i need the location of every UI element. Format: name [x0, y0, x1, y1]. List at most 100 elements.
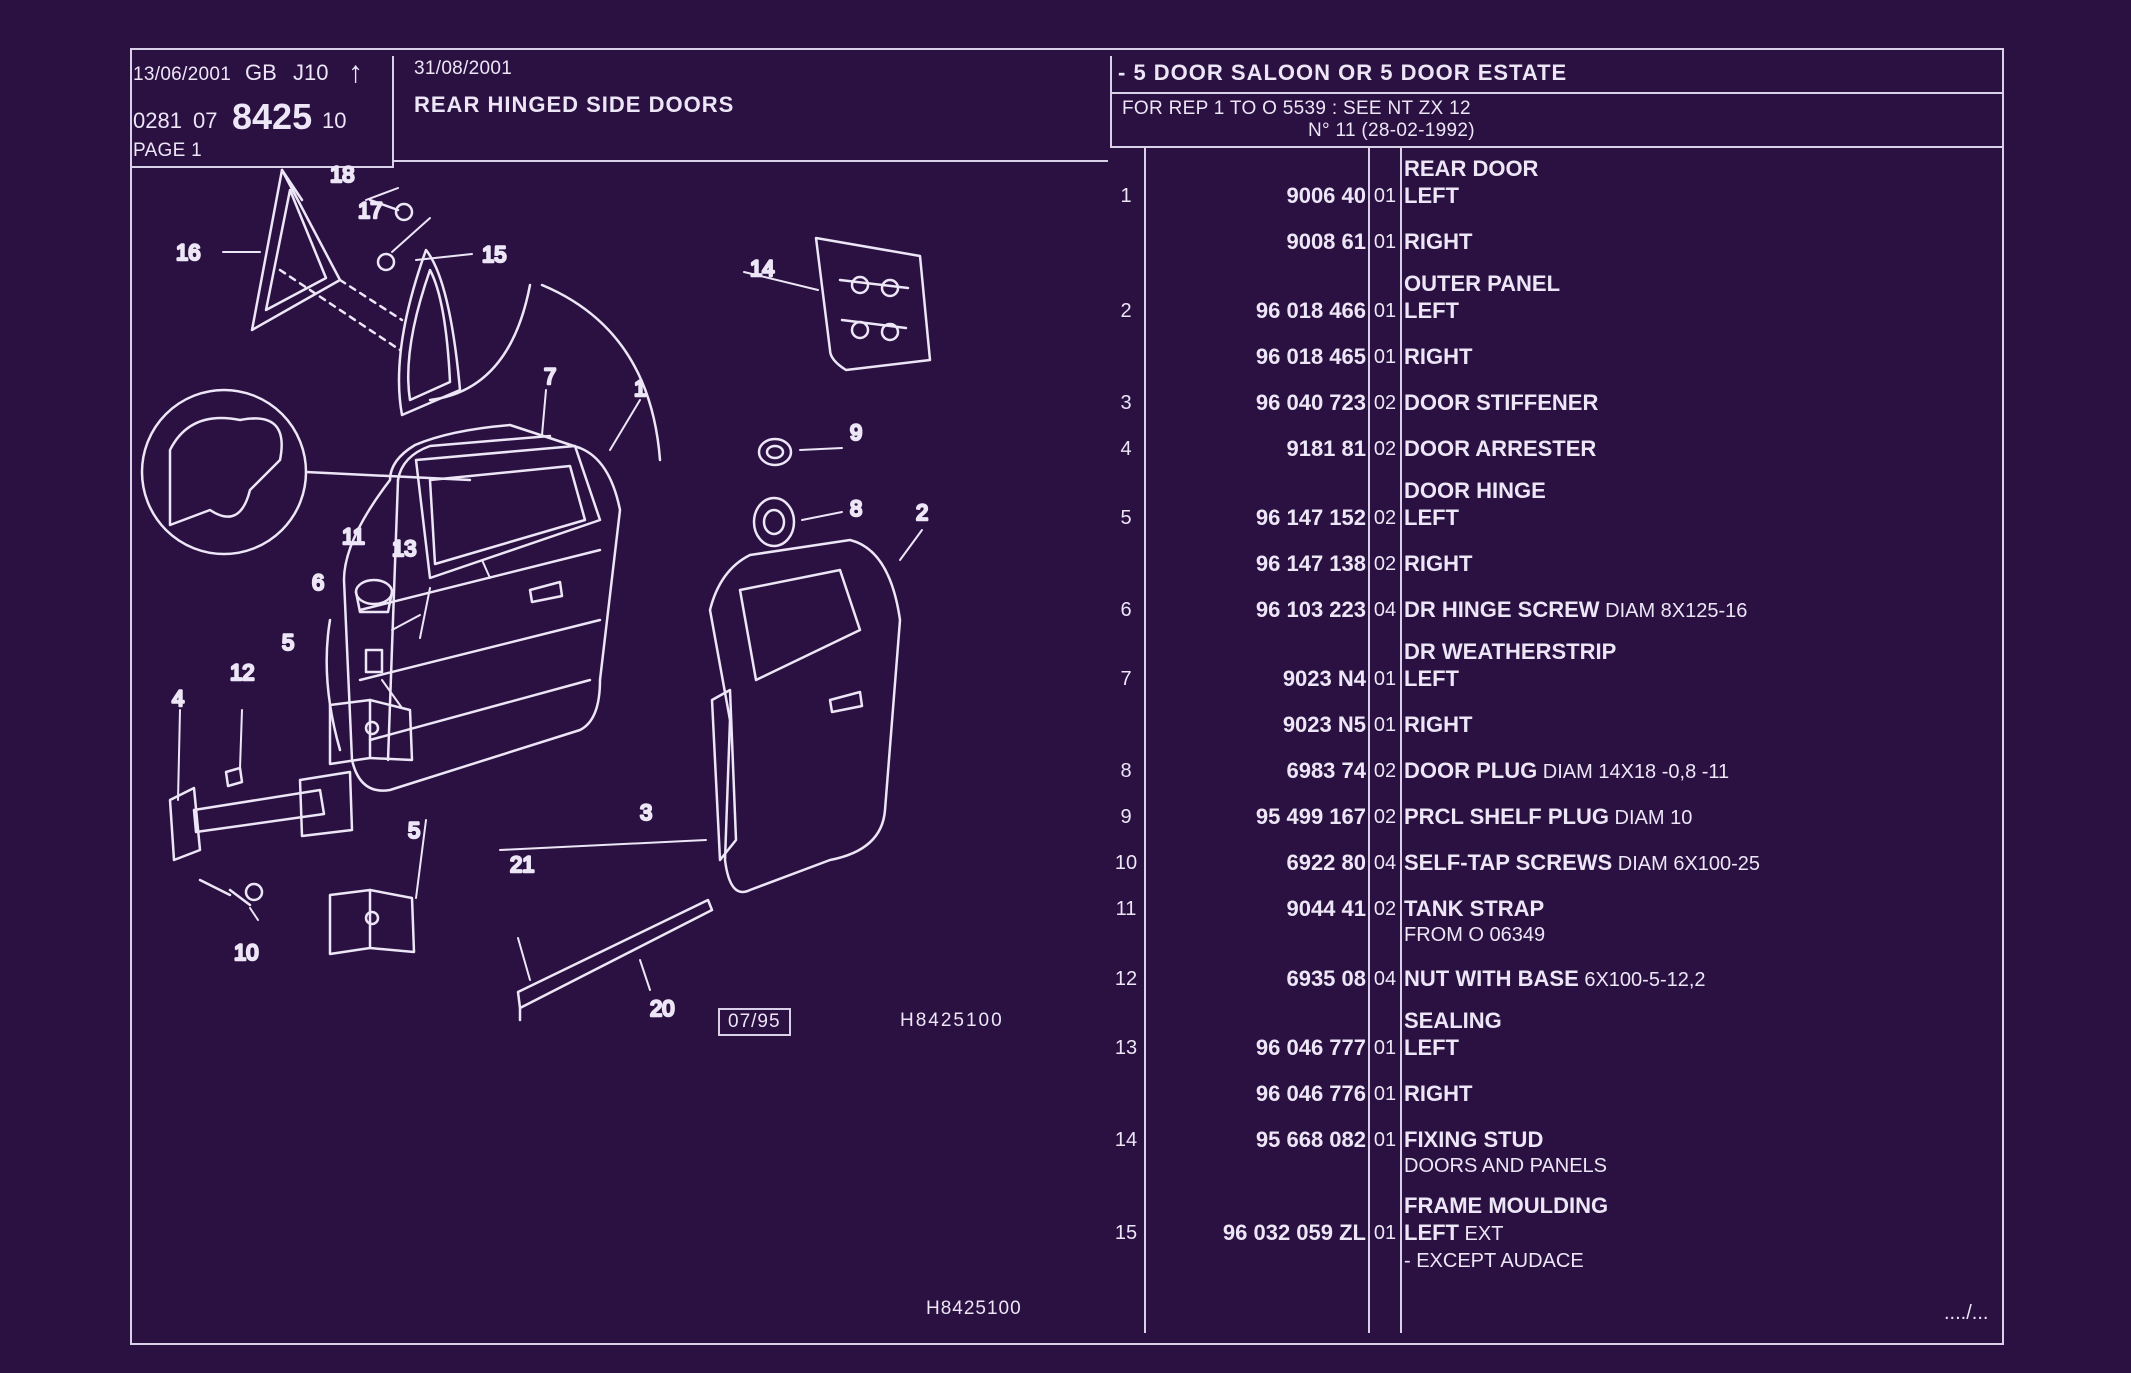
- part-note: FROM O 06349: [1404, 924, 1546, 946]
- part-number: 9023 N4: [1282, 666, 1366, 691]
- seal-detail-circle: [140, 388, 472, 556]
- part-number: 96 032 059 ZL: [1222, 1220, 1366, 1245]
- part-label: LEFT: [1404, 183, 1459, 208]
- part-label: FIXING STUD: [1404, 1127, 1544, 1152]
- part-17-clip: [376, 252, 396, 272]
- header-variant: - 5 DOOR SALOON OR 5 DOOR ESTATE: [1118, 60, 1568, 85]
- part-description: LEFT: [1404, 298, 1459, 323]
- part-ref-number: 6: [1120, 599, 1132, 621]
- header-note-line2: N° 11 (28-02-1992): [1308, 120, 1475, 141]
- part-9-shelf-plug: [757, 437, 793, 467]
- part-description: LEFT: [1404, 183, 1459, 208]
- part-description: DOOR PLUG DIAM 14X18 -0,8 -11: [1404, 758, 1729, 785]
- part-quantity: 02: [1373, 507, 1397, 529]
- part-label: LEFT: [1404, 298, 1459, 323]
- part-number: 6935 08: [1286, 966, 1366, 991]
- part-quantity: 01: [1373, 346, 1397, 368]
- part-number: 96 018 466: [1255, 298, 1366, 323]
- part-label: RIGHT: [1404, 551, 1473, 576]
- part-ref-number: 14: [1114, 1129, 1138, 1151]
- part-label: DR HINGE SCREW: [1404, 597, 1600, 622]
- header-note-line1: FOR REP 1 TO O 5539 : SEE NT ZX 12: [1122, 98, 1471, 119]
- part-label: LEFT: [1404, 505, 1459, 530]
- part-number: 9006 40: [1286, 183, 1366, 208]
- part-heading-text: OUTER PANEL: [1404, 271, 1561, 296]
- part-quantity: 04: [1373, 968, 1397, 990]
- part-description: LEFT: [1404, 505, 1459, 530]
- callout-2: 2: [916, 500, 928, 525]
- callout-1: 1: [634, 376, 646, 401]
- part-quantity: 02: [1373, 438, 1397, 460]
- part-ref-number: 4: [1120, 438, 1132, 460]
- part-quantity: 01: [1373, 1222, 1397, 1244]
- part-heading-text: SEALING: [1404, 1008, 1502, 1033]
- part-label: RIGHT: [1404, 712, 1473, 737]
- header-code-a: 0281: [133, 108, 182, 133]
- part-spec: DIAM 14X18 -0,8 -11: [1537, 761, 1730, 783]
- part-description: DR HINGE SCREW DIAM 8X125-16: [1404, 597, 1747, 624]
- part-spec: EXT: [1459, 1223, 1504, 1245]
- callout-8: 8: [850, 496, 862, 521]
- door-outline-arc-2: [428, 283, 532, 402]
- part-ref-number: 7: [1120, 668, 1132, 690]
- part-5-hinge-lower: [328, 888, 416, 956]
- part-6-hinge-screw: [364, 648, 384, 674]
- callout-17: 17: [358, 198, 382, 223]
- part-ref-number: 9: [1120, 806, 1132, 828]
- part-description: NUT WITH BASE 6X100-5-12,2: [1404, 966, 1706, 993]
- part-16-quarter-glass: [250, 168, 342, 332]
- part-description: RIGHT: [1404, 712, 1472, 737]
- callout-3: 3: [640, 800, 652, 825]
- callout-7: 7: [544, 364, 556, 389]
- part-ref-number: 10: [1114, 852, 1138, 874]
- part-quantity: 02: [1373, 806, 1397, 828]
- part-20-21-moulding: [516, 898, 714, 1022]
- header-date-mid: 31/08/2001: [414, 58, 513, 79]
- part-description: RIGHT: [1404, 551, 1472, 576]
- part-ref-number: 8: [1120, 760, 1132, 782]
- part-quantity: 01: [1373, 714, 1397, 736]
- part-ref-number: 15: [1114, 1222, 1138, 1244]
- callout-15: 15: [482, 242, 506, 267]
- part-description: DOOR ARRESTER: [1404, 436, 1596, 461]
- header-page: PAGE 1: [133, 140, 203, 161]
- door-outline-arc: [540, 283, 662, 462]
- part-number: 9023 N5: [1282, 712, 1366, 737]
- callout-18: 18: [330, 162, 354, 187]
- part-8-door-plug: [752, 496, 796, 548]
- callout-5a: 5: [282, 630, 294, 655]
- part-label: DOOR STIFFENER: [1404, 390, 1599, 415]
- part-11-tank-strap: [354, 578, 394, 614]
- callout-12: 12: [230, 660, 254, 685]
- part-label: SELF-TAP SCREWS: [1404, 850, 1613, 875]
- part-2-outer-panel: [708, 538, 902, 894]
- part-3-door-stiffener: [710, 688, 738, 862]
- part-description: RIGHT: [1404, 229, 1472, 254]
- column-divider-ref: [1144, 148, 1146, 1333]
- callout-21: 21: [510, 852, 534, 877]
- part-description: RIGHT: [1404, 1081, 1472, 1106]
- part-label: LEFT: [1404, 1035, 1459, 1060]
- part-5-hinge-upper: [328, 698, 414, 766]
- part-quantity: 01: [1373, 185, 1397, 207]
- callout-6: 6: [312, 570, 324, 595]
- part-quantity: 02: [1373, 898, 1397, 920]
- part-heading: DR WEATHERSTRIP: [1404, 639, 1616, 664]
- part-spec: DIAM 8X125-16: [1599, 600, 1748, 622]
- part-number: 96 103 223: [1255, 597, 1366, 622]
- part-heading: SEALING: [1404, 1008, 1502, 1033]
- callout-11: 11: [342, 524, 365, 549]
- part-12-nut: [224, 766, 244, 788]
- part-number: 9044 41: [1286, 896, 1366, 921]
- part-4-door-arrester: [168, 770, 354, 862]
- part-description: RIGHT: [1404, 344, 1472, 369]
- header-note-cell: FOR REP 1 TO O 5539 : SEE NT ZX 12 N° 11…: [1110, 94, 2002, 148]
- callout-10: 10: [234, 940, 258, 965]
- continued-mark: ..../...: [1944, 1302, 1989, 1324]
- part-heading: FRAME MOULDING: [1404, 1193, 1608, 1218]
- callout-5b: 5: [408, 818, 420, 843]
- part-number: 96 018 465: [1255, 344, 1366, 369]
- part-spec: DIAM 10: [1608, 807, 1693, 829]
- part-heading-text: FRAME MOULDING: [1404, 1193, 1609, 1218]
- part-number: 9008 61: [1286, 229, 1366, 254]
